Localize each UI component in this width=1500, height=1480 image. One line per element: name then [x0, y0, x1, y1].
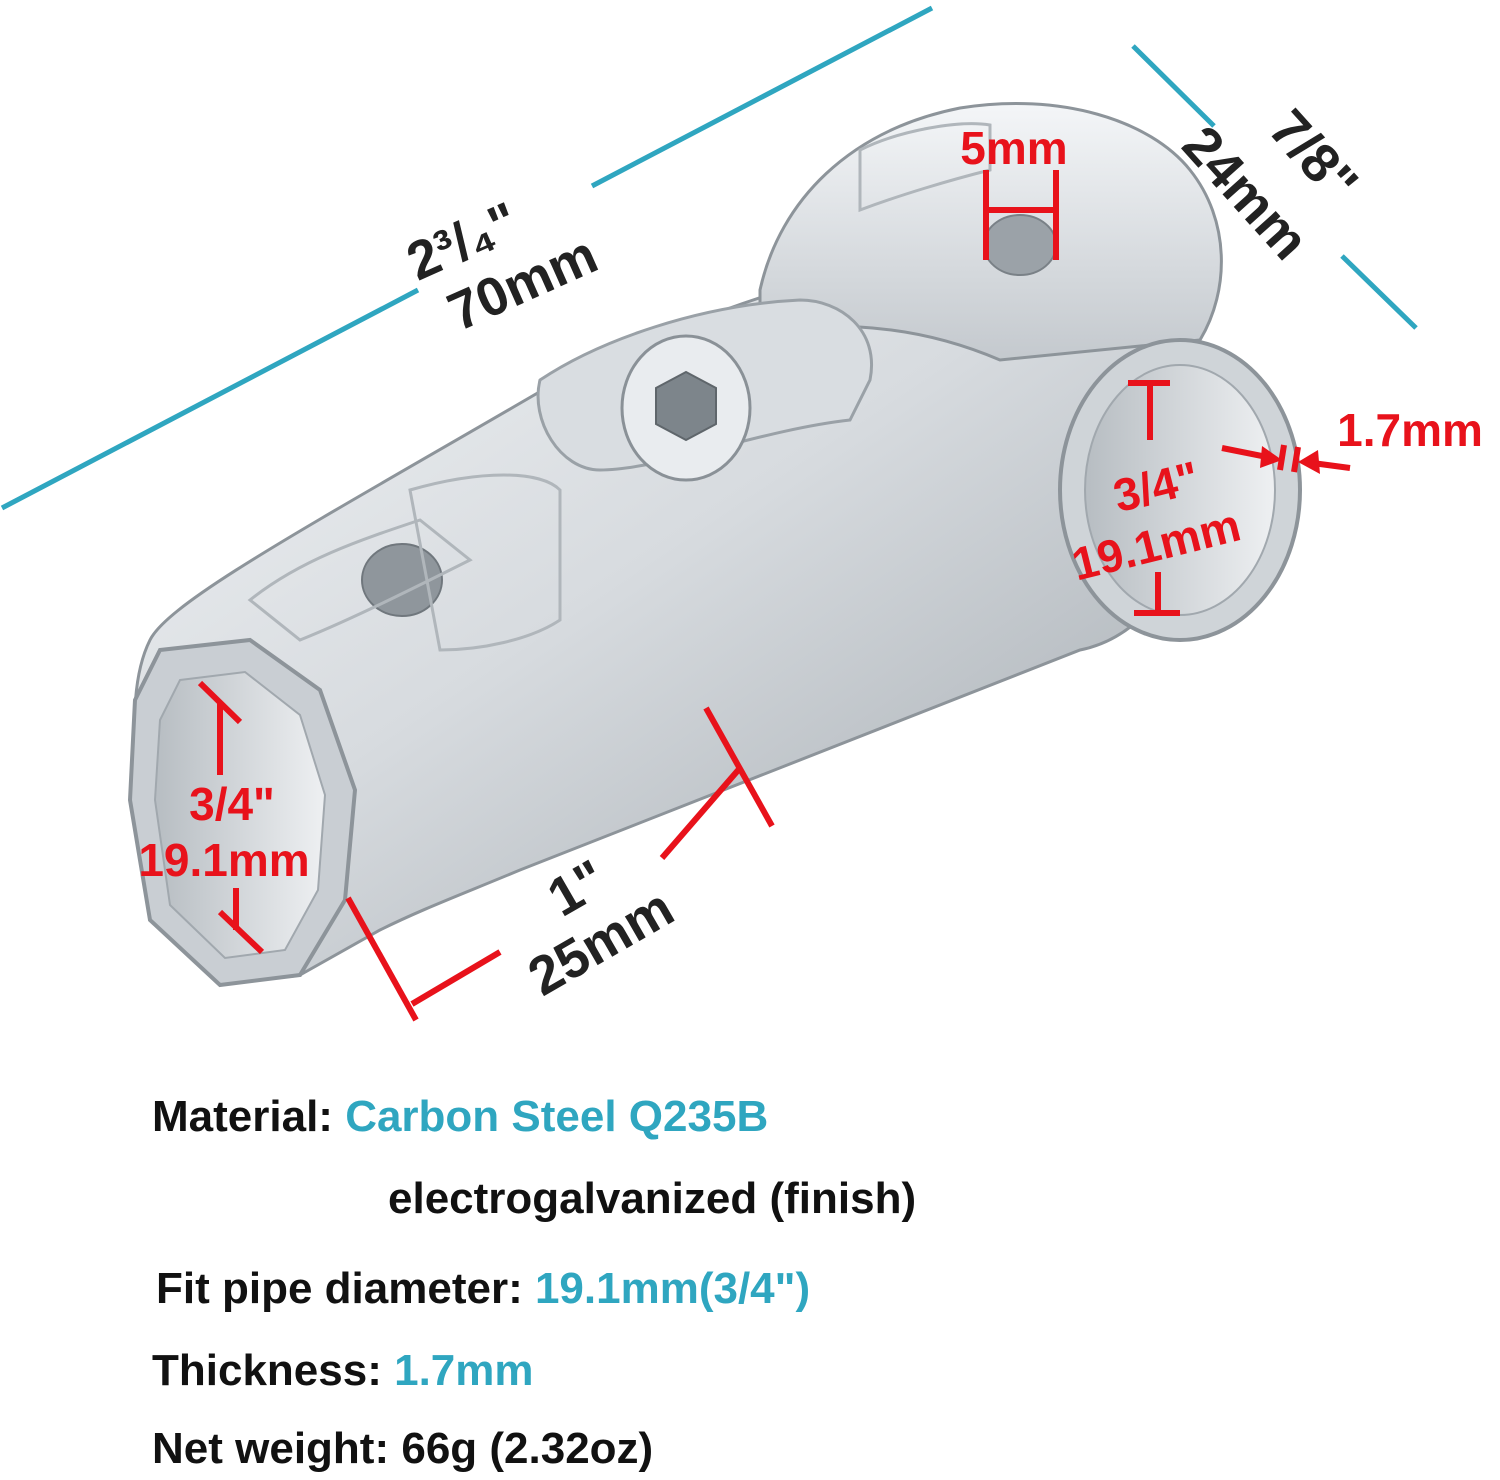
- spec-weight: Net weight: 66g (2.32oz): [152, 1424, 653, 1474]
- pipe-value: 19.1mm(3/4"): [534, 1264, 811, 1313]
- weight-value: 66g (2.32oz): [401, 1424, 654, 1473]
- length-dim-line-upper: [590, 5, 934, 189]
- finish-value: electrogalvanized (finish): [388, 1174, 917, 1223]
- bottom-dim-left: [410, 949, 502, 1007]
- pipe-label: Fit pipe diameter:: [156, 1264, 523, 1313]
- red-dimension-lines: [197, 170, 1351, 1022]
- material-label: Material:: [152, 1092, 333, 1141]
- left-dim-bottom: [217, 909, 265, 955]
- left-inch-label: 3/4": [189, 778, 275, 830]
- thickness-arrowhead-right: [1298, 450, 1320, 474]
- bottom-dim-right-ext: [703, 706, 775, 828]
- length-dim-line-lower: [0, 287, 420, 511]
- width-dim-line-upper: [1131, 44, 1216, 128]
- hex-socket: [655, 370, 717, 442]
- spec-finish: electrogalvanized (finish): [388, 1174, 916, 1224]
- width-dim-line-lower: [1340, 254, 1418, 330]
- spec-pipe-diameter: Fit pipe diameter: 19.1mm(3/4"): [156, 1264, 810, 1314]
- rib-1: [247, 518, 473, 642]
- thickness-dim-label: 1.7mm: [1337, 404, 1483, 456]
- product-diagram: 2³/₄" 70mm 7/8" 24mm 5mm 1.7mm 3/4" 19.1…: [0, 5, 1483, 1022]
- thickness-tick-2: [1291, 446, 1301, 473]
- teal-dimension-lines: [0, 5, 1418, 511]
- spec-material: Material: Carbon Steel Q235B: [152, 1092, 768, 1142]
- weight-label: Net weight:: [152, 1424, 390, 1473]
- arrowheads: [1260, 446, 1320, 474]
- bottom-dim-left-ext: [345, 896, 419, 1022]
- pipe-connector-illustration: [127, 102, 1302, 988]
- thickness-arrowhead-left: [1260, 446, 1282, 468]
- thickness-value: 1.7mm: [394, 1346, 534, 1395]
- left-dim-top: [197, 680, 243, 725]
- thickness-label: Thickness:: [152, 1346, 382, 1395]
- left-opening: [153, 670, 327, 960]
- left-mm-label: 19.1mm: [138, 834, 309, 886]
- rib-3: [858, 122, 992, 213]
- rib-2: [408, 473, 562, 652]
- bottom-dim-right: [659, 766, 743, 860]
- hole-dim-label: 5mm: [960, 122, 1067, 174]
- spec-thickness: Thickness: 1.7mm: [152, 1346, 534, 1396]
- thickness-tick-1: [1277, 444, 1287, 471]
- collar-hole: [983, 214, 1057, 276]
- material-value: Carbon Steel Q235B: [345, 1092, 769, 1141]
